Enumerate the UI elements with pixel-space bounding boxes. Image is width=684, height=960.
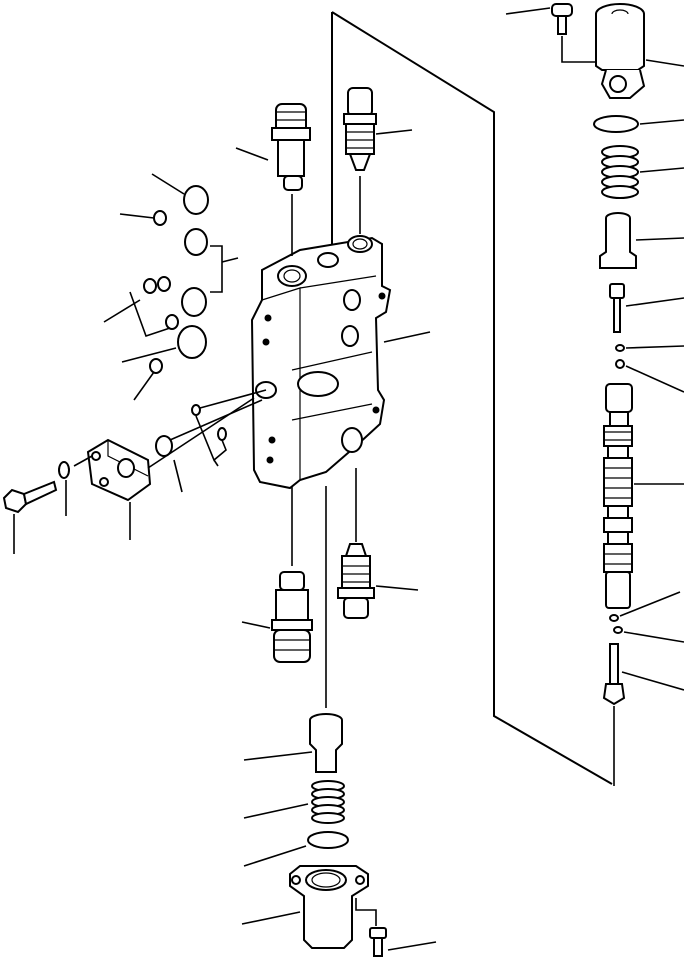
relief-valve-bottom-left [271, 571, 313, 663]
leader-line [241, 621, 271, 629]
leader-line [147, 397, 255, 469]
leader-line [103, 299, 141, 323]
spring-bottom [311, 780, 345, 824]
valve-body [250, 235, 392, 490]
leader-line [235, 147, 269, 161]
leader-line [169, 399, 263, 441]
leader-line [639, 119, 684, 125]
o-ring-pair-center [155, 404, 227, 457]
leader-line [619, 591, 681, 617]
bolt [2, 480, 58, 514]
leader-line [199, 389, 267, 409]
relief-valve-top-left [271, 103, 311, 191]
main-spool [603, 383, 633, 609]
cap-screw-bottom [369, 927, 387, 957]
assembly-outline-right [331, 11, 613, 785]
bracket-line [210, 245, 223, 293]
leader-line [151, 173, 185, 195]
o-ring-set-left [143, 185, 209, 374]
leader-line [623, 631, 684, 643]
cap-screw-top-right [551, 3, 573, 35]
leader-line [625, 297, 684, 307]
small-o-rings-lower-right [609, 614, 623, 634]
leader-line [121, 347, 177, 363]
leader-line [221, 257, 239, 263]
cap-bottom [289, 865, 369, 949]
bracket-line [355, 898, 377, 926]
cover-block [86, 438, 152, 502]
leader-line [375, 585, 419, 591]
bracket-line [195, 415, 227, 462]
stopper-bolt [609, 283, 625, 333]
spring-seat-bottom [309, 713, 343, 773]
leader-line [243, 803, 309, 819]
leader-line [505, 7, 551, 15]
leader-line [73, 455, 93, 467]
o-ring-top-right [593, 115, 639, 133]
bracket-line [129, 291, 171, 338]
leader-line [241, 911, 301, 925]
leader-line [375, 129, 413, 135]
leader-line [621, 671, 684, 691]
leader-line [213, 459, 219, 467]
spool-rod [602, 643, 626, 706]
relief-valve-top-right [343, 87, 377, 171]
leader-line [133, 371, 155, 401]
leader-line [625, 345, 684, 349]
leader-line [173, 459, 183, 493]
leader-line [243, 845, 307, 867]
leader-line [243, 751, 313, 761]
leader-line [387, 941, 437, 951]
leader-line [383, 331, 431, 343]
cap-top-right [595, 3, 646, 99]
spring-seat-top-right [599, 212, 637, 269]
o-ring-bottom [307, 831, 349, 849]
relief-valve-bottom-right [337, 543, 375, 619]
leader-line [639, 167, 684, 173]
small-o-rings-right [615, 344, 625, 369]
leader-line [119, 213, 155, 219]
leader-line [625, 365, 684, 393]
spring-top-right [601, 145, 639, 199]
leader-line [635, 237, 684, 241]
leader-line [645, 59, 684, 67]
washer [58, 461, 70, 479]
